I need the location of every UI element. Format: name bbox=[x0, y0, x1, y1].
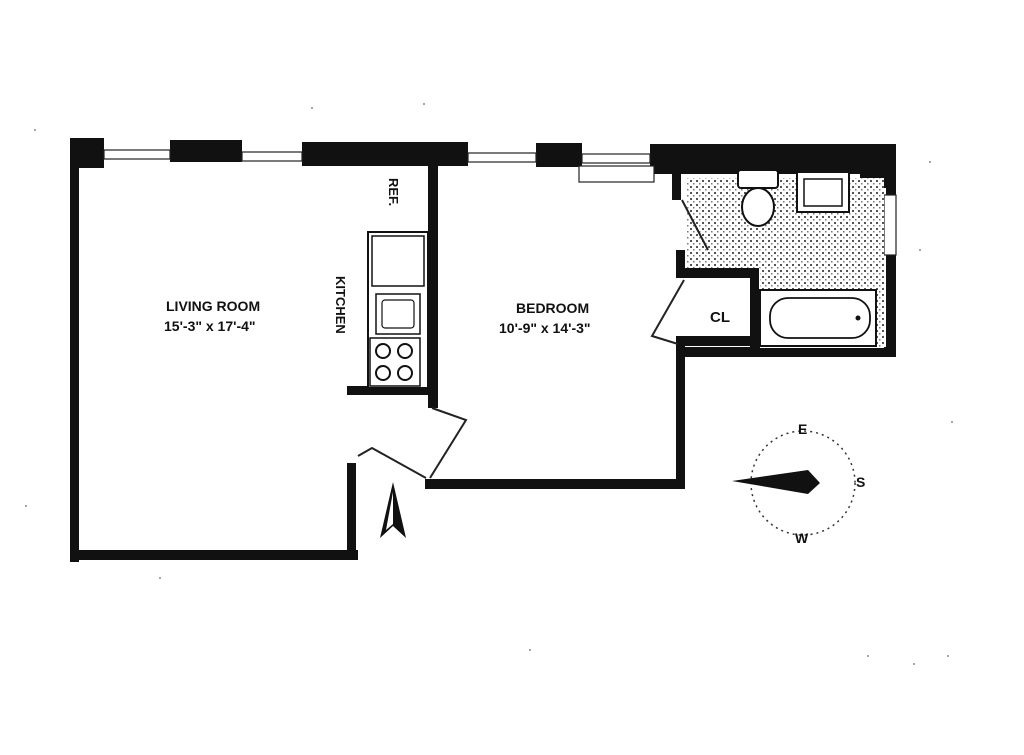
compass-needle-icon bbox=[732, 470, 820, 494]
bathtub-icon bbox=[759, 289, 877, 347]
sink-icon bbox=[796, 171, 850, 213]
north-arrow-icon bbox=[380, 482, 406, 538]
closet-label: CL bbox=[710, 309, 730, 326]
ref-label: REF. bbox=[386, 178, 401, 206]
scan-specks bbox=[25, 103, 953, 665]
bedroom-label: BEDROOM bbox=[516, 300, 589, 316]
living-room-label: LIVING ROOM bbox=[166, 298, 260, 314]
bathroom-door bbox=[681, 199, 709, 251]
living-room-dims: 15'-3" x 17'-4" bbox=[164, 318, 256, 334]
compass-south-label: S bbox=[856, 474, 865, 490]
stove-icon bbox=[369, 337, 421, 387]
closet-door bbox=[650, 279, 685, 345]
toilet-icon bbox=[737, 169, 779, 227]
kitchen-label: KITCHEN bbox=[333, 276, 348, 334]
windows bbox=[103, 149, 897, 256]
bathroom bbox=[681, 169, 884, 348]
interior-walls bbox=[347, 164, 759, 408]
entry-door bbox=[357, 446, 427, 479]
doors bbox=[357, 407, 468, 479]
room-labels: LIVING ROOM 15'-3" x 17'-4" BEDROOM 10'-… bbox=[164, 178, 591, 336]
bedroom-dims: 10'-9" x 14'-3" bbox=[499, 320, 591, 336]
compass-east-label: E bbox=[798, 421, 807, 437]
bedroom-door bbox=[429, 407, 468, 479]
kitchen-fixtures bbox=[367, 231, 429, 389]
closet: CL bbox=[650, 279, 730, 345]
compass-west-label: W bbox=[795, 530, 809, 546]
compass-rose: E S W bbox=[732, 421, 865, 546]
kitchen-sink-icon bbox=[375, 293, 421, 335]
